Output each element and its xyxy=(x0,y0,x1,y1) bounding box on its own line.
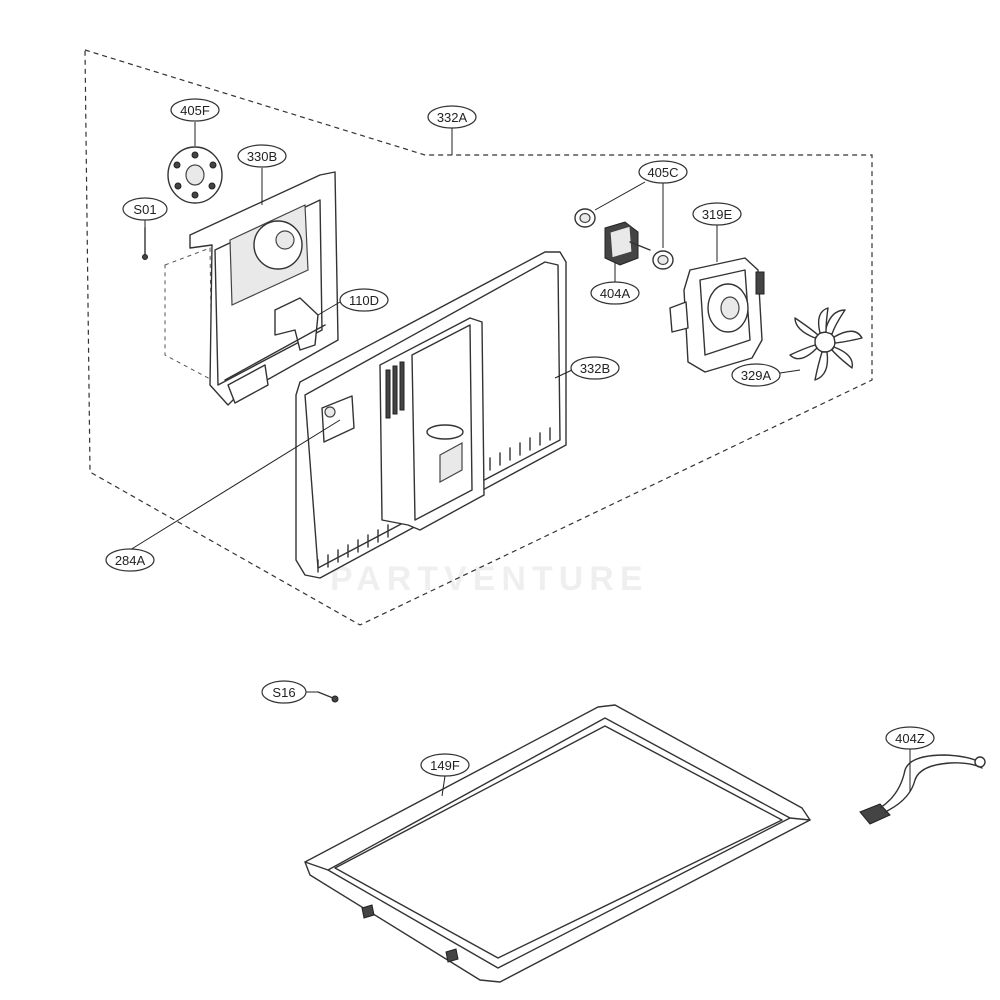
callout-S01-label: S01 xyxy=(133,202,156,217)
watermark-text: PARTVENTURE xyxy=(330,560,649,598)
callout-332B-label: 332B xyxy=(580,361,610,376)
part-149F-shelf-frame xyxy=(304,704,811,983)
callout-405C: 405C xyxy=(638,160,688,184)
callout-S16-label: S16 xyxy=(272,685,295,700)
part-319E-fan-shroud xyxy=(669,257,765,373)
callout-319E-label: 319E xyxy=(702,207,733,222)
callout-404Z: 404Z xyxy=(885,726,935,750)
part-S01-screw xyxy=(142,227,148,260)
callout-332A-label: 332A xyxy=(437,110,468,125)
callout-405C-label: 405C xyxy=(647,165,678,180)
callout-404Z-label: 404Z xyxy=(895,731,925,746)
callout-319E: 319E xyxy=(692,202,742,226)
callout-405F-label: 405F xyxy=(180,103,210,118)
callout-284A: 284A xyxy=(105,548,155,572)
callout-330B-label: 330B xyxy=(247,149,277,164)
callout-404A-label: 404A xyxy=(600,286,631,301)
callout-149F: 149F xyxy=(420,753,470,777)
callout-332B: 332B xyxy=(570,356,620,380)
part-405F-grille xyxy=(167,146,223,204)
part-404A-motor xyxy=(604,221,651,266)
callout-330B: 330B xyxy=(237,144,287,168)
callout-329A-label: 329A xyxy=(741,368,772,383)
callout-405F: 405F xyxy=(170,98,220,122)
callout-110D-label: 110D xyxy=(349,293,379,308)
part-405C-grommets xyxy=(574,208,674,270)
callout-149F-label: 149F xyxy=(430,758,460,773)
callout-332A: 332A xyxy=(427,105,477,129)
callout-284A-label: 284A xyxy=(115,553,146,568)
part-404Z-harness xyxy=(859,754,986,825)
callout-S16: S16 xyxy=(261,680,307,704)
callout-110D: 110D xyxy=(339,288,389,312)
panel-vents-right xyxy=(489,427,551,471)
callout-329A: 329A xyxy=(731,363,781,387)
panel-vents-left xyxy=(317,524,389,573)
callout-S01: S01 xyxy=(122,197,168,221)
part-332B-front-panel xyxy=(295,251,567,579)
part-S16-screw xyxy=(317,691,339,703)
part-329A-fan-blade xyxy=(789,307,863,381)
part-330B-fan-bracket xyxy=(164,171,339,406)
leader-lines xyxy=(129,122,911,797)
assembly-boundary xyxy=(84,49,873,626)
callout-404A: 404A xyxy=(590,281,640,305)
